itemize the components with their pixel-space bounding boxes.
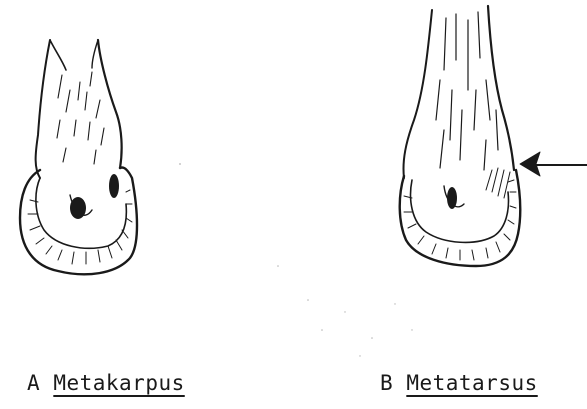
caption-name-metatarsus: Metatarsus bbox=[406, 371, 537, 395]
caption-letter-a: A bbox=[27, 371, 40, 395]
scan-speckles bbox=[179, 163, 413, 357]
metatarsus-drawing bbox=[400, 6, 520, 266]
caption-metatarsus: B Metatarsus bbox=[380, 371, 538, 395]
arrow-left-icon bbox=[520, 152, 587, 176]
metacarpus-drawing bbox=[20, 40, 137, 274]
caption-name-metakarpus: Metakarpus bbox=[53, 371, 184, 395]
caption-letter-b: B bbox=[380, 371, 393, 395]
caption-metakarpus: A Metakarpus bbox=[27, 371, 185, 395]
